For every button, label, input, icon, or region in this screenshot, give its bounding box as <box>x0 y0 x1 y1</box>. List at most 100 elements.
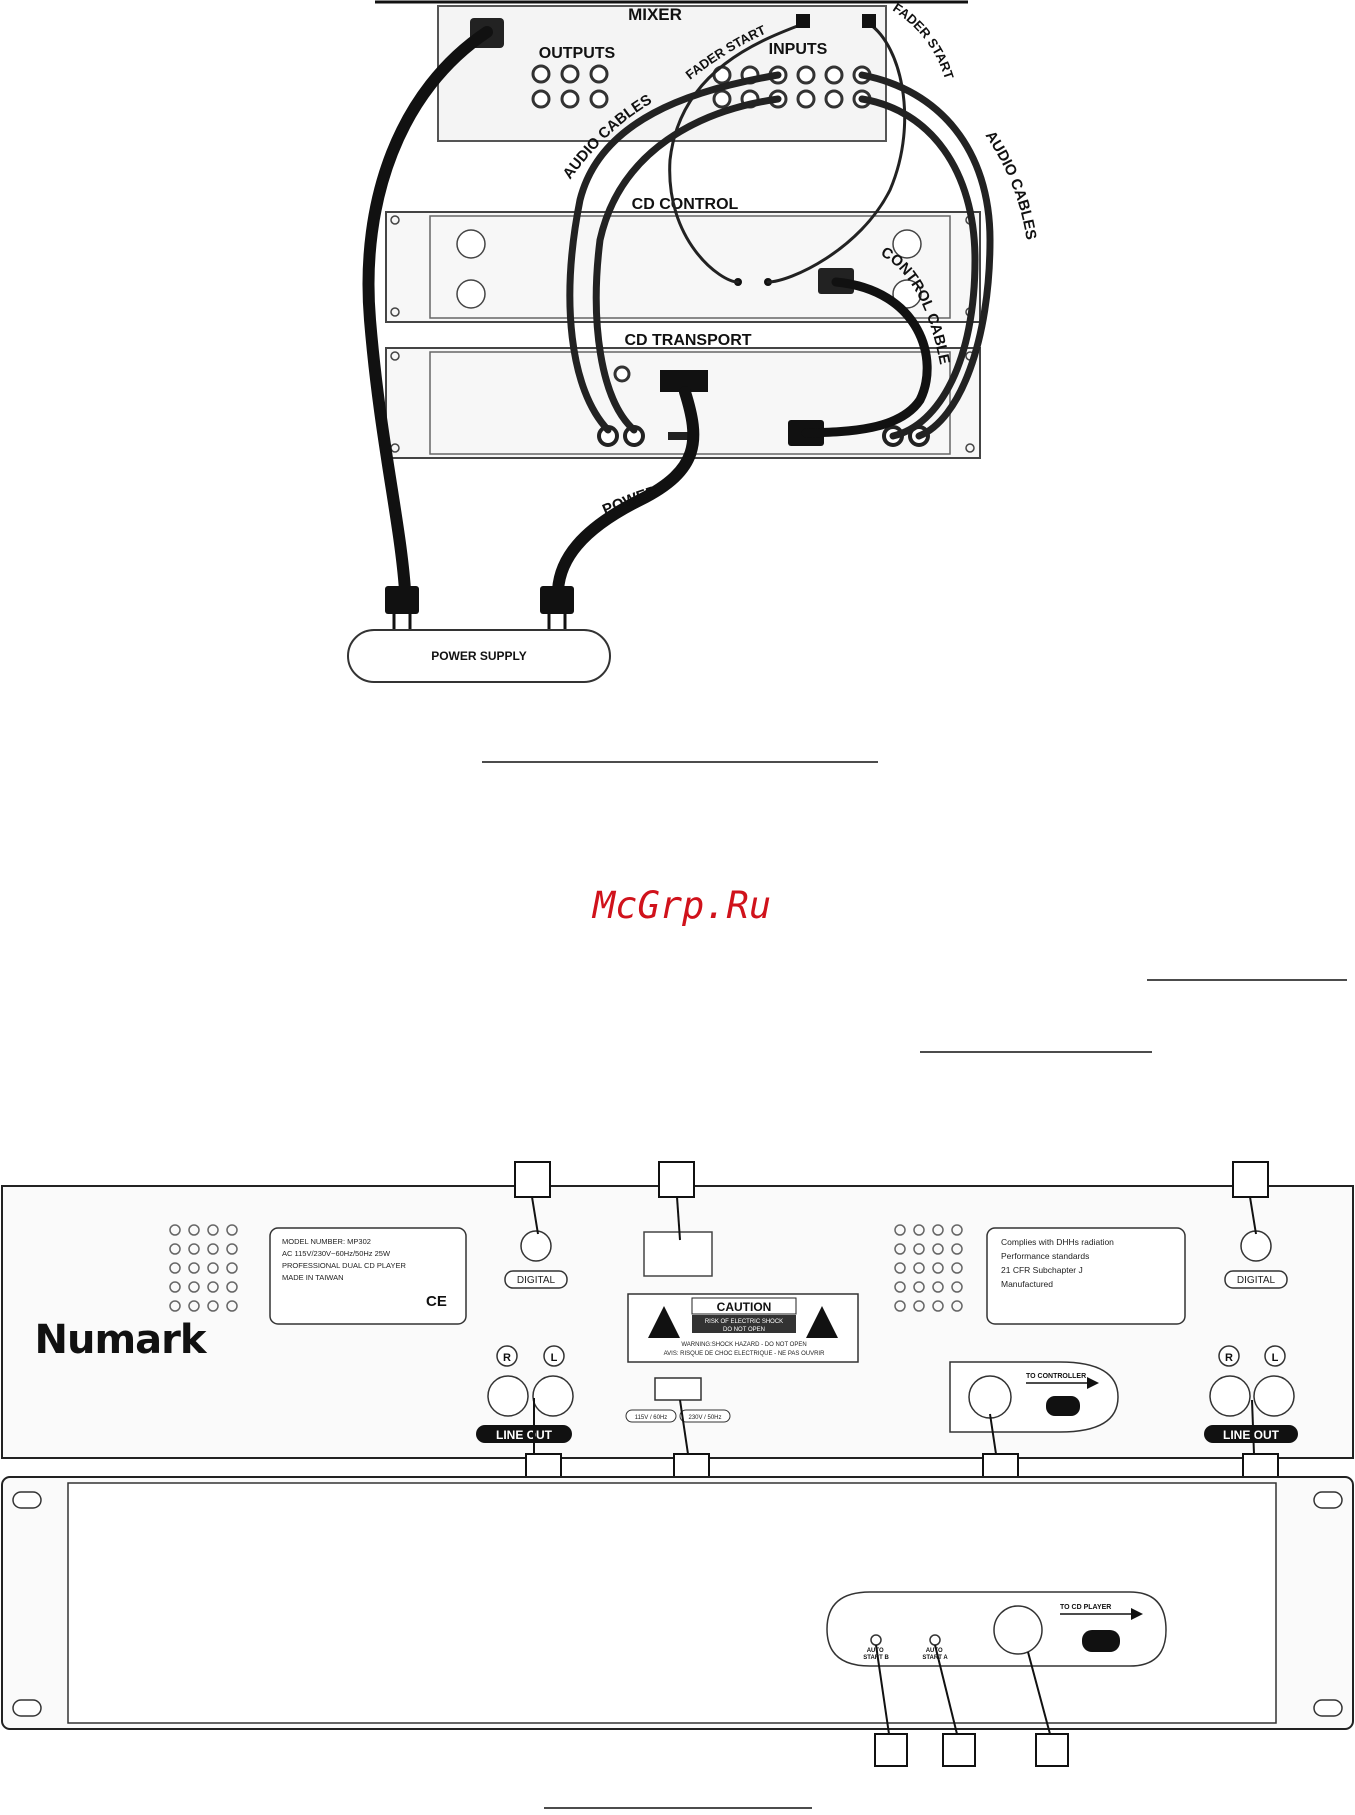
vent-hole <box>951 1243 963 1255</box>
model-label-plate <box>269 1227 467 1325</box>
caution-sub-1: RISK OF ELECTRIC SHOCK <box>705 1319 783 1325</box>
mixer-output-jacks <box>531 64 609 109</box>
r-right-label: R <box>1225 1352 1233 1364</box>
vent-hole <box>951 1262 963 1274</box>
to-controller-label: TO CONTROLLER <box>1026 1373 1086 1380</box>
cd-control-unit: CD CONTROL <box>385 196 981 323</box>
cd-control-label: CD CONTROL <box>632 196 739 213</box>
vent-hole <box>188 1224 200 1236</box>
vent-hole <box>169 1281 181 1293</box>
vent-hole <box>226 1300 238 1312</box>
vent-hole <box>188 1281 200 1293</box>
vent-hole <box>932 1300 944 1312</box>
vent-hole <box>188 1300 200 1312</box>
exclamation-warning-icon <box>806 1306 838 1338</box>
power-switch <box>643 1231 713 1277</box>
vent-hole <box>226 1262 238 1274</box>
vent-hole <box>932 1281 944 1293</box>
vent-holes-left <box>169 1224 238 1312</box>
vent-hole <box>188 1243 200 1255</box>
power-plugs <box>385 586 574 630</box>
vent-hole <box>169 1300 181 1312</box>
vent-hole <box>207 1281 219 1293</box>
voltage-230-label: 230V / 50Hz <box>688 1415 721 1421</box>
vent-hole <box>913 1224 925 1236</box>
inputs-label: INPUTS <box>769 41 828 58</box>
cd-transport-label: CD TRANSPORT <box>624 332 751 349</box>
vent-hole <box>169 1262 181 1274</box>
callout-leaders-middle <box>533 1398 1255 1455</box>
vent-hole <box>913 1262 925 1274</box>
fader-start-label-2: FADER START <box>890 0 956 81</box>
callout-leaders-bottom <box>875 1644 1051 1735</box>
vent-hole <box>188 1262 200 1274</box>
vent-hole <box>913 1281 925 1293</box>
callout-leaders-top <box>531 1196 1257 1241</box>
vent-hole <box>932 1224 944 1236</box>
vent-hole <box>169 1224 181 1236</box>
auto-start-b-jack <box>870 1634 882 1646</box>
voltage-selector <box>654 1377 702 1401</box>
caution-sub-2: DO NOT OPEN <box>723 1327 765 1333</box>
cables <box>362 20 994 596</box>
line-out-left-l-jack <box>532 1375 574 1417</box>
power-supply-label: POWER SUPPLY <box>431 649 527 663</box>
vent-hole <box>951 1281 963 1293</box>
to-controller-jack <box>968 1375 1012 1419</box>
cd-player-rear-panel: Numark MODEL NUMBER: MP302 AC 115V/230V~… <box>1 1185 1354 1459</box>
vent-hole <box>932 1262 944 1274</box>
cd-player-connector-icon <box>1082 1630 1120 1652</box>
callout-boxes-bottom <box>874 1733 1069 1767</box>
caution-line-1: WARNING:SHOCK HAZARD - DO NOT OPEN <box>681 1342 806 1348</box>
digital-out-right-jack <box>1240 1230 1272 1262</box>
model-label-text: MODEL NUMBER: MP302 AC 115V/230V~60Hz/50… <box>282 1237 408 1282</box>
vent-hole <box>951 1224 963 1236</box>
r-left-label: R <box>503 1352 511 1364</box>
fader-plug-2 <box>862 14 876 28</box>
compliance-label-plate <box>986 1227 1186 1325</box>
line-out-right-label: LINE OUT <box>1223 1428 1280 1442</box>
digital-out-left-jack <box>520 1230 552 1262</box>
digital-right-label: DIGITAL <box>1237 1275 1276 1286</box>
voltage-115-label: 115V / 60Hz <box>635 1415 668 1421</box>
line-out-right-r-jack <box>1209 1375 1251 1417</box>
auto-start-b-label: AUTO START B <box>863 1648 889 1661</box>
vent-hole <box>913 1300 925 1312</box>
vent-hole <box>226 1243 238 1255</box>
auto-start-a-label: AUTO START A <box>922 1648 948 1661</box>
line-out-right-l-jack <box>1253 1375 1295 1417</box>
watermark: McGrp.Ru <box>591 884 771 927</box>
compliance-label-text: Complies with DHHs radiation Performance… <box>1001 1237 1116 1289</box>
vent-hole <box>207 1300 219 1312</box>
auto-start-a-jack <box>929 1634 941 1646</box>
outputs-label: OUTPUTS <box>539 45 616 62</box>
controller-connector-icon <box>1046 1396 1080 1416</box>
controller-rear-panel: AUTO START B AUTO START A TO CD PLAYER <box>1 1476 1354 1730</box>
l-left-label: L <box>551 1352 558 1364</box>
vent-hole <box>894 1224 906 1236</box>
vent-hole <box>169 1243 181 1255</box>
caution-title: CAUTION <box>717 1300 772 1314</box>
vent-hole <box>894 1243 906 1255</box>
vent-hole <box>226 1281 238 1293</box>
vent-hole <box>932 1243 944 1255</box>
shock-warning-icon <box>648 1306 680 1338</box>
to-cd-player-label: TO CD PLAYER <box>1060 1604 1111 1611</box>
vent-hole <box>207 1224 219 1236</box>
vent-hole <box>951 1300 963 1312</box>
caution-line-2: AVIS: RISQUE DE CHOC ELECTRIQUE - NE PAS… <box>664 1351 825 1357</box>
vent-hole <box>226 1224 238 1236</box>
power-label: POWER <box>600 483 660 519</box>
line-out-left-label: LINE OUT <box>496 1428 553 1442</box>
to-cd-player-jack <box>993 1605 1043 1655</box>
mixer-label: MIXER <box>628 5 682 24</box>
vent-hole <box>894 1262 906 1274</box>
l-right-label: L <box>1272 1352 1279 1364</box>
vent-hole <box>913 1243 925 1255</box>
vent-hole <box>207 1243 219 1255</box>
mixer-unit: MIXER OUTPUTS INPUTS <box>437 5 887 142</box>
digital-left-label: DIGITAL <box>517 1275 556 1286</box>
vent-hole <box>894 1281 906 1293</box>
